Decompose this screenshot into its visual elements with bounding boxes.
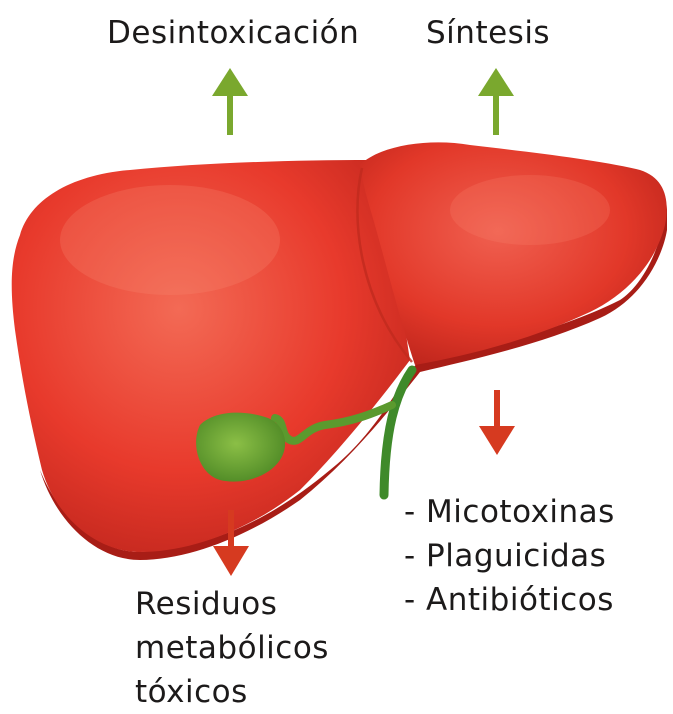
residues-line: metabólicos	[135, 626, 329, 670]
label-detoxification: Desintoxicación	[107, 18, 359, 49]
liver-highlight	[60, 185, 280, 295]
list-item: - Antibióticos	[404, 578, 615, 622]
residues-line: Residuos	[135, 582, 329, 626]
arrow-up-icon	[212, 68, 248, 135]
input-substances-list: - Micotoxinas - Plaguicidas - Antibiótic…	[404, 490, 615, 622]
liver-right-lobe	[360, 142, 667, 365]
arrow-down-icon	[479, 390, 515, 455]
liver-highlight-right	[450, 175, 610, 245]
residues-line: tóxicos	[135, 670, 329, 714]
label-toxic-metabolic-residues: Residuos metabólicos tóxicos	[135, 582, 329, 714]
label-synthesis: Síntesis	[426, 18, 550, 49]
list-item: - Micotoxinas	[404, 490, 615, 534]
list-item: - Plaguicidas	[404, 534, 615, 578]
arrow-up-icon	[478, 68, 514, 135]
